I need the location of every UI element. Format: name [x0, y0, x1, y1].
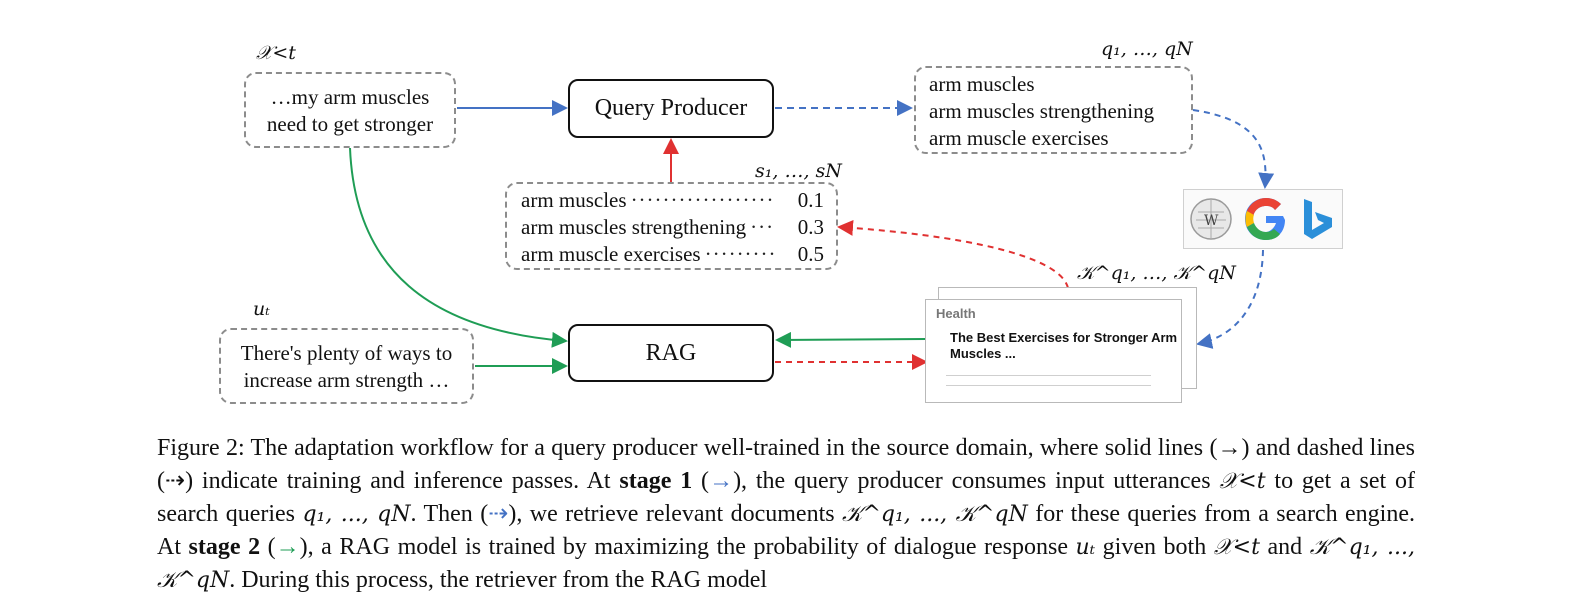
caption-text: ) indicate training and inference passes…: [185, 468, 620, 494]
caption-text: ), the query producer consumes input utt…: [733, 468, 1220, 494]
score-dots: ···: [750, 215, 775, 239]
caption-text: (: [692, 468, 710, 494]
score-value: 0.1: [797, 188, 824, 212]
caption-text: for these queries from a search engine. …: [157, 501, 1415, 560]
rag-label: RAG: [645, 339, 697, 366]
k-set-label: 𝒦^q₁, …, 𝒦^qN: [1077, 262, 1236, 284]
dashed-arrow-icon: ⇢: [165, 468, 186, 494]
caption-text: given both: [1095, 534, 1214, 560]
blue-dashed-arrow-icon: ⇢: [488, 501, 509, 527]
workflow-diagram: [349, 100, 1275, 374]
response-line-1: There's plenty of ways to: [240, 341, 453, 365]
arrow-documents-to-rag: [775, 331, 927, 348]
query-producer-box: Query Producer: [568, 79, 774, 138]
score-row: arm muscles strengthening ··· 0.3: [521, 214, 824, 241]
document-category: Health: [936, 306, 976, 321]
document-line: [946, 375, 1151, 376]
response-box: There's plenty of ways to increase arm s…: [219, 328, 474, 404]
caption-text: to get a set of search queries: [157, 468, 1416, 527]
u-t-label: uₜ: [253, 298, 270, 320]
caption-math-k: 𝒦^q₁, ..., 𝒦^qN: [157, 535, 1415, 593]
caption-text: Figure 2: The adaptation workflow for a …: [157, 435, 1218, 461]
scores-box: arm muscles ·················· 0.1 arm m…: [505, 182, 838, 270]
score-query: arm muscle exercises: [521, 242, 701, 266]
score-value: 0.3: [797, 215, 824, 239]
score-query: arm muscles strengthening: [521, 215, 747, 239]
arrow-input-to-rag: [349, 147, 568, 348]
wikipedia-icon: W: [1190, 198, 1233, 240]
score-query: arm muscles: [521, 188, 627, 212]
document-line: [946, 385, 1151, 386]
caption-stage-1: stage 1: [619, 468, 693, 494]
score-row: arm muscle exercises ········· 0.5: [521, 241, 824, 268]
query-item: arm muscles: [929, 72, 1035, 96]
caption-math-u: uₜ: [1075, 535, 1096, 560]
google-icon: [1244, 198, 1285, 240]
rag-box: RAG: [568, 324, 774, 382]
input-line-2: need to get stronger: [266, 112, 434, 136]
caption-text: (: [260, 534, 276, 560]
caption-text: ), we retrieve relevant documents: [508, 501, 843, 527]
solid-arrow-icon: →: [1217, 435, 1242, 461]
input-line-1: …my arm muscles: [270, 85, 430, 109]
caption-stage-2: stage 2: [188, 534, 261, 560]
search-engines-panel: W: [1183, 189, 1343, 249]
svg-text:W: W: [1204, 213, 1219, 229]
blue-solid-arrow-icon: →: [709, 468, 734, 494]
arrow-queries-to-engines: [1192, 109, 1275, 189]
score-dots: ·········: [704, 242, 777, 266]
arrow-engines-to-documents: [1196, 249, 1264, 349]
score-value: 0.5: [797, 242, 824, 266]
caption-math-q: q₁, ..., qN: [302, 502, 411, 527]
queries-box: arm muscles arm muscles strengthening ar…: [914, 66, 1193, 154]
caption-text: ) and dashed lines (: [157, 435, 1415, 494]
q-set-label: q₁, …, qN: [1101, 38, 1193, 60]
query-item: arm muscles strengthening: [929, 99, 1155, 123]
arrow-documents-to-scores: [837, 219, 1069, 289]
document-card: Health The Best Exercises for Stronger A…: [925, 299, 1182, 403]
caption-text: ), a RAG model is trained by maximizing …: [299, 534, 1076, 560]
document-headline: The Best Exercises for Stronger Arm Musc…: [950, 330, 1178, 361]
query-producer-label: Query Producer: [594, 95, 748, 121]
green-solid-arrow-icon: →: [275, 534, 300, 560]
caption-math-k: 𝒦^q₁, ..., 𝒦^qN: [842, 502, 1028, 527]
score-dots: ··················: [630, 188, 775, 212]
bing-icon: [1303, 199, 1332, 239]
caption-text: . During this process, the retriever fro…: [229, 567, 768, 593]
x-lt-label: 𝒳<t: [256, 42, 296, 64]
score-row: arm muscles ·················· 0.1: [521, 187, 824, 214]
s-set-label: s₁, …, sN: [755, 160, 842, 182]
caption-math-x: 𝒳<t: [1219, 469, 1266, 494]
query-item: arm muscle exercises: [929, 126, 1109, 150]
caption-text: and: [1259, 534, 1310, 560]
response-line-2: increase arm strength …: [243, 368, 450, 392]
input-utterance-box: …my arm muscles need to get stronger: [244, 72, 456, 148]
figure-caption: Figure 2: The adaptation workflow for a …: [157, 432, 1415, 597]
caption-text: . Then (: [410, 501, 489, 527]
caption-math-x: 𝒳<t: [1213, 535, 1260, 560]
